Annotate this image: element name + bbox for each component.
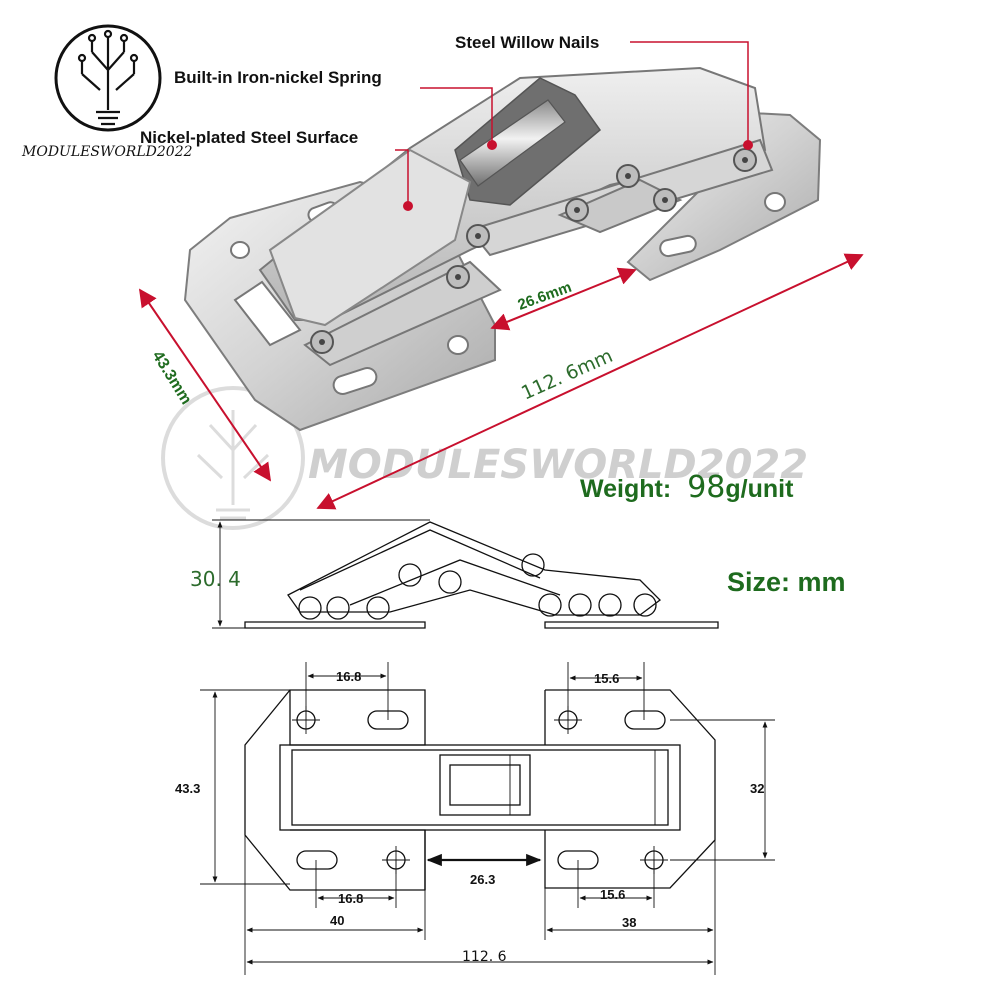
side-view-drawing: [244, 521, 719, 629]
dim-hole-left-top: 16.8: [336, 669, 361, 684]
length-arrow: [316, 253, 864, 510]
side-height-label: 30. 4: [190, 567, 241, 591]
gap-dim-label: 26.6mm: [516, 279, 574, 314]
top-view-holes: [296, 710, 666, 870]
weight-text: Weight:98g/unit: [580, 470, 794, 505]
dim-base-left: 40: [330, 913, 344, 928]
spring-rod: [459, 99, 566, 187]
dim-height-right: 32: [750, 781, 764, 796]
watermark-logo: [54, 24, 162, 132]
callout-steel-nails: Steel Willow Nails: [455, 33, 599, 52]
callout-surface: Nickel-plated Steel Surface: [140, 128, 358, 147]
hinge-photo: [183, 66, 822, 432]
size-unit-text: Size: mm: [727, 567, 846, 597]
width-dim-label: 43.3mm: [149, 348, 195, 408]
watermark-logo-text: MODULESWORLD2022: [21, 144, 193, 160]
dim-hole-right-bottom: 15.6: [600, 887, 625, 902]
dim-base-right: 38: [622, 915, 636, 930]
dim-hole-right-top: 15.6: [594, 671, 619, 686]
top-view-dimensions: [200, 662, 775, 975]
dim-hole-left-bottom: 16.8: [338, 891, 363, 906]
dim-gap: 26.3: [470, 872, 495, 887]
callout-spring: Built-in Iron-nickel Spring: [174, 68, 382, 87]
dim-height-left: 43.3: [175, 781, 200, 796]
circuit-tree-icon: [77, 29, 139, 126]
callout-lines: [395, 41, 753, 211]
gap-arrow: [490, 267, 637, 331]
top-view-drawing: [244, 689, 716, 891]
length-dim-label: 112. 6mm: [518, 345, 616, 405]
side-view-pivots: [298, 553, 657, 620]
width-arrow: [138, 288, 272, 482]
dim-total: 112. 6: [462, 949, 507, 965]
